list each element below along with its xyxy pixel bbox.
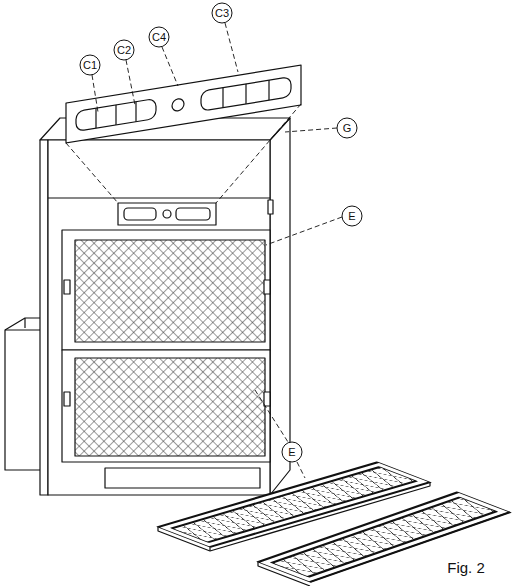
control-panel [66,65,301,143]
grease-filter [75,240,265,342]
callout-number: E [348,211,355,222]
callout-number: C4 [152,32,166,43]
control-slot [118,203,216,225]
light-opening [105,468,260,488]
callout-circles [80,3,362,462]
hood-front [48,140,270,495]
grease-filter [75,358,265,456]
loose-filter [258,492,510,582]
figure-caption: Fig. 2 [447,560,485,575]
callout-number: C3 [215,8,229,19]
hood-side [270,118,290,495]
leader-lines [66,23,342,478]
callout-number: C1 [83,60,97,71]
callout-number: C2 [117,45,131,56]
callout-number: E [288,447,295,458]
callout-number: G [343,123,352,134]
